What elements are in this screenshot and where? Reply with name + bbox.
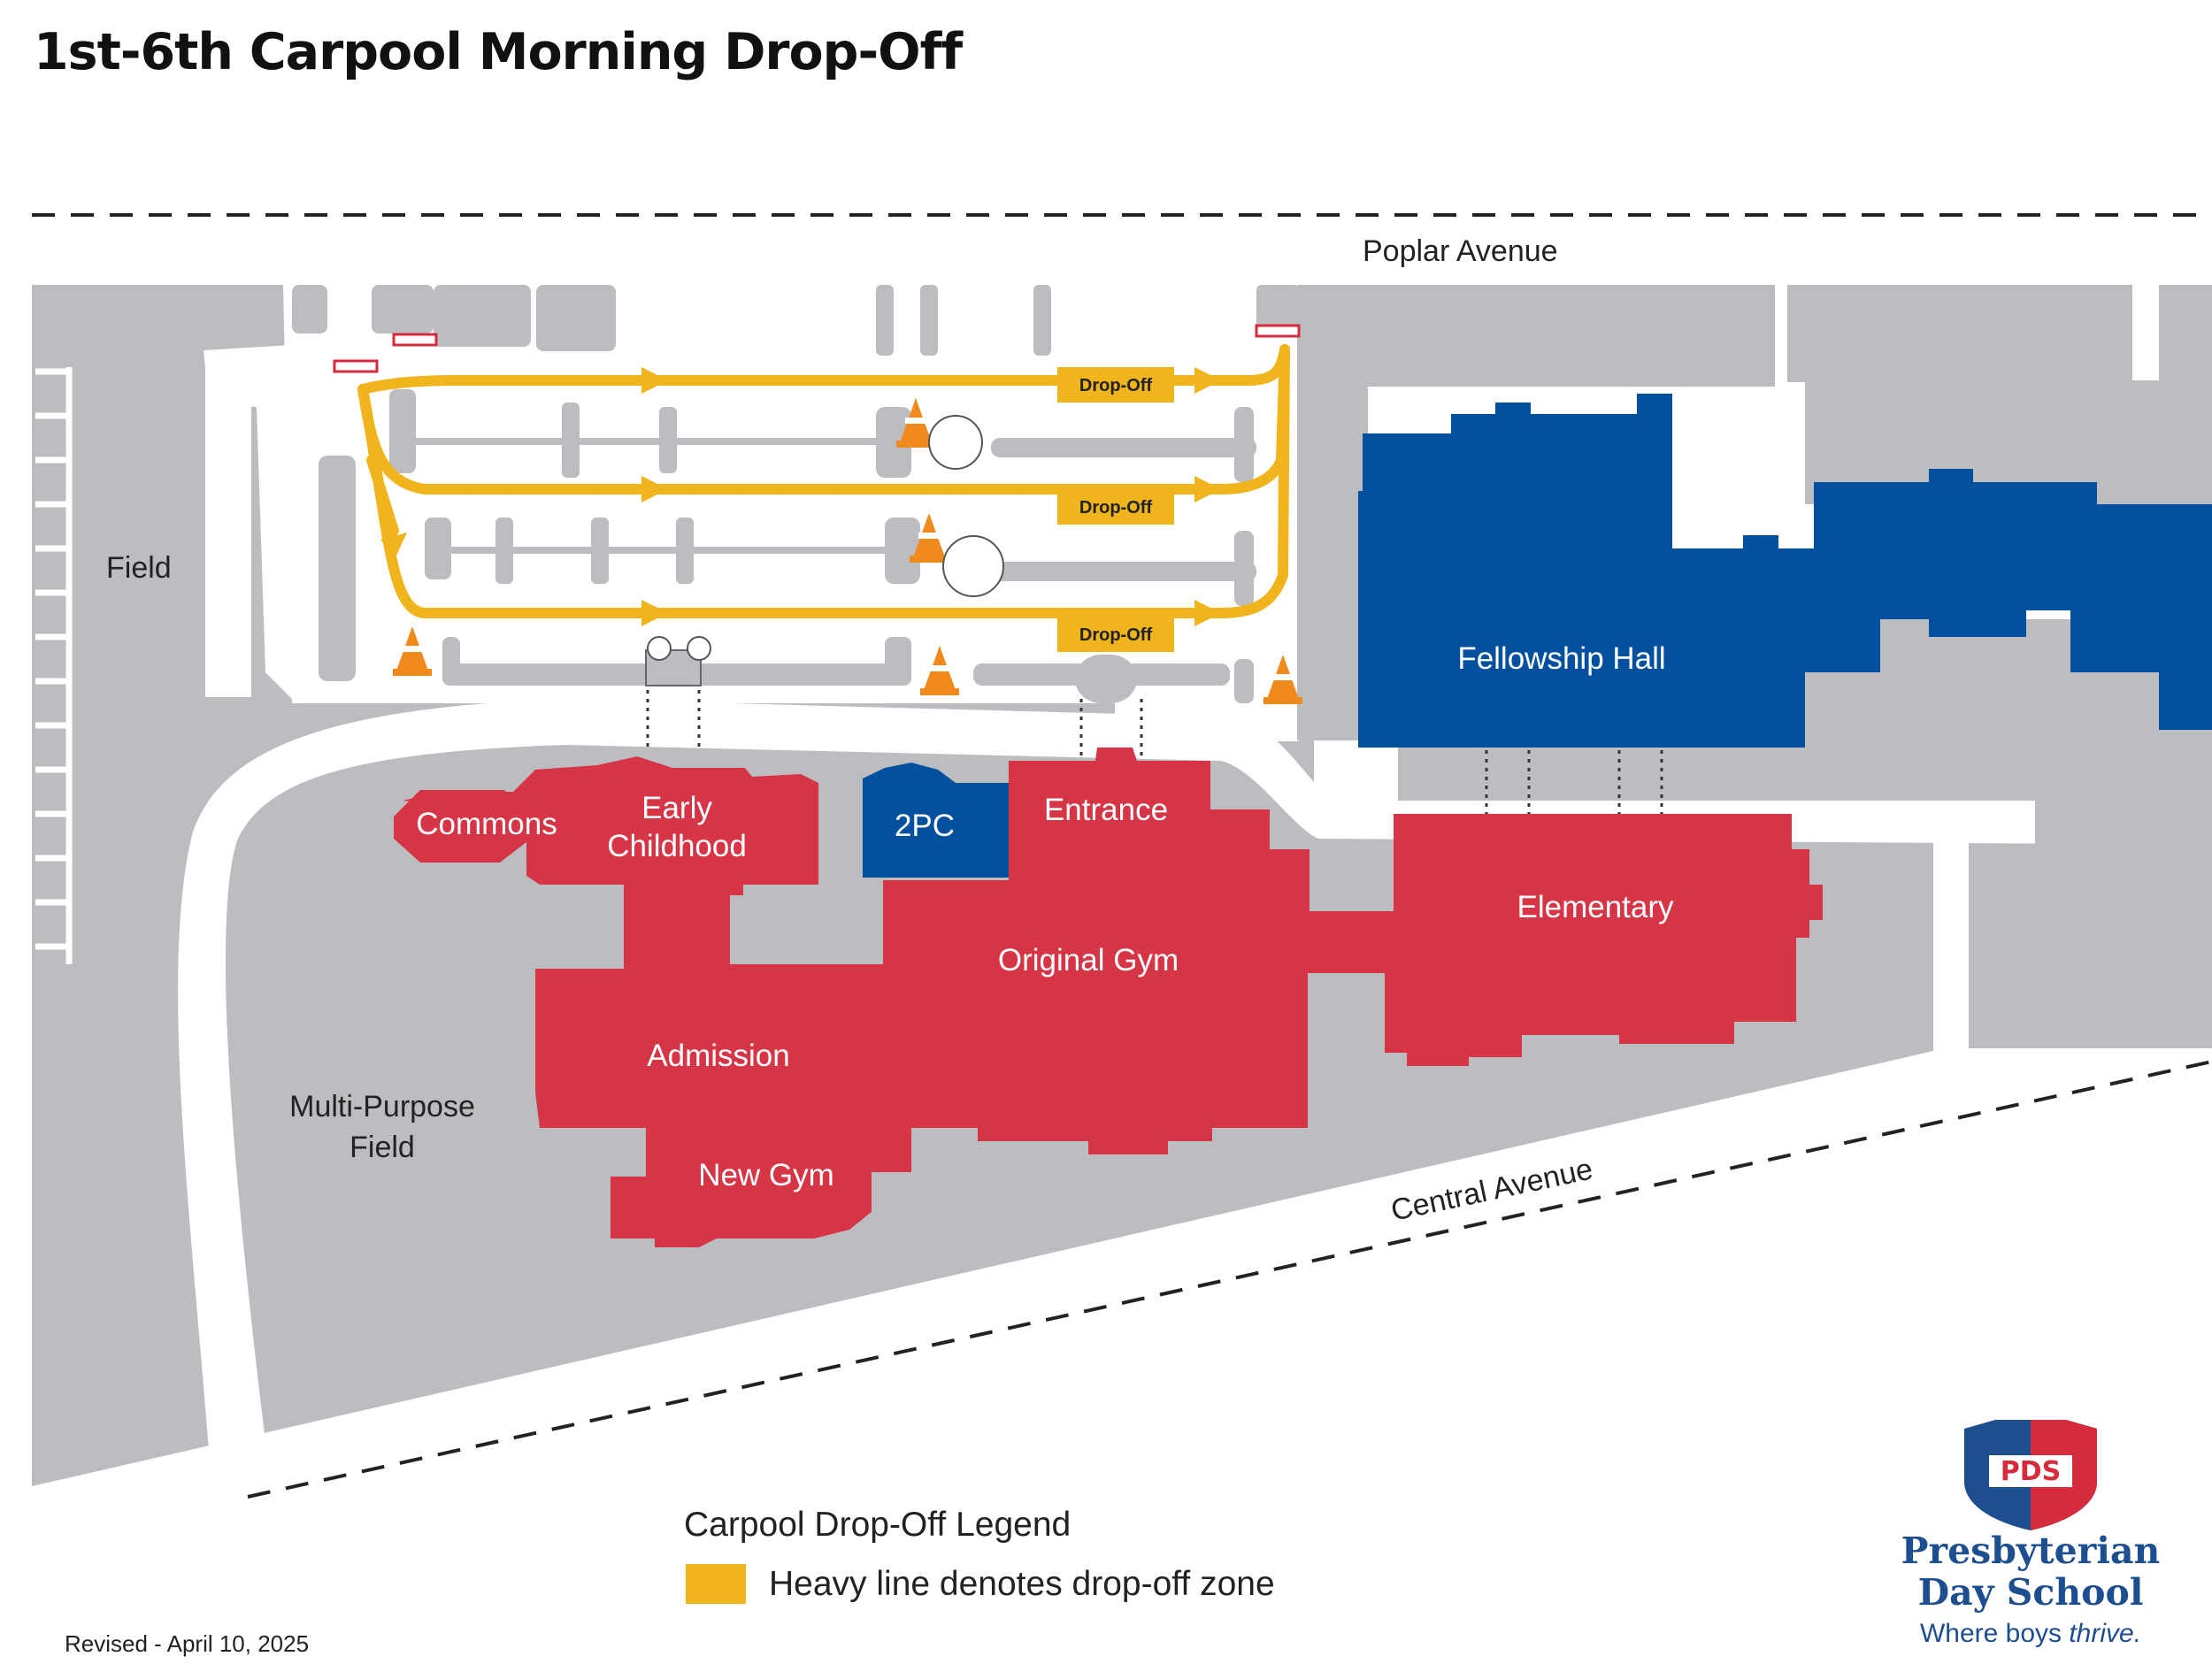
east-block-8 bbox=[1969, 845, 2212, 1048]
multi-purpose-field-label-2: Field bbox=[349, 1131, 415, 1164]
logo-badge: PDS bbox=[2001, 1456, 2062, 1487]
west-lot-island bbox=[319, 456, 356, 681]
2pc-building bbox=[863, 763, 1009, 878]
gate-icon bbox=[333, 324, 1301, 373]
revised-date: Revised - April 10, 2025 bbox=[65, 1630, 310, 1657]
parking-islands bbox=[292, 285, 1308, 741]
traffic-cone-icon bbox=[393, 398, 1302, 704]
main-red-building bbox=[403, 748, 1823, 1247]
page-title: 1st-6th Carpool Morning Drop-Off bbox=[34, 23, 963, 81]
field-lane bbox=[205, 352, 251, 697]
entrance-label: Entrance bbox=[1044, 793, 1168, 827]
field-label: Field bbox=[106, 551, 172, 585]
poplar-avenue-label: Poplar Avenue bbox=[1363, 234, 1558, 268]
route-arrows bbox=[380, 367, 1221, 626]
logo-tagline-plain: Where boys bbox=[1919, 1619, 2070, 1648]
carpool-route bbox=[357, 344, 1290, 618]
east-block-1 bbox=[1297, 285, 1775, 387]
logo-name-line-1: Presbyterian bbox=[1901, 1530, 2161, 1572]
svg-text:Drop-Off: Drop-Off bbox=[1079, 498, 1153, 518]
drop-off-zone-1: Drop-Off bbox=[1057, 367, 1174, 403]
admission-label: Admission bbox=[647, 1039, 789, 1073]
2pc-label: 2PC bbox=[895, 809, 955, 843]
legend-title: Carpool Drop-Off Legend bbox=[684, 1506, 1071, 1544]
vertical-road-east bbox=[1933, 801, 1969, 1057]
east-block-7 bbox=[1398, 743, 2212, 801]
commons-building bbox=[394, 790, 531, 863]
fellowship-hall-label: Fellowship Hall bbox=[1457, 641, 1665, 676]
walkway-lines bbox=[646, 681, 1663, 814]
drop-off-zone-3: Drop-Off bbox=[1057, 617, 1174, 652]
original-gym-label: Original Gym bbox=[998, 943, 1179, 978]
tree-icon bbox=[647, 415, 1004, 661]
east-block-2 bbox=[1787, 285, 2132, 382]
east-block-4 bbox=[1297, 387, 1368, 740]
legend-item: Heavy line denotes drop-off zone bbox=[686, 1564, 1275, 1604]
logo-name: Presbyterian Day School bbox=[1893, 1530, 2168, 1614]
drop-off-zone-2: Drop-Off bbox=[1057, 489, 1174, 525]
legend-swatch bbox=[686, 1564, 746, 1604]
shield-icon: PDS bbox=[1964, 1420, 2097, 1530]
multi-purpose-field-label-1: Multi-Purpose bbox=[289, 1090, 475, 1123]
svg-text:Drop-Off: Drop-Off bbox=[1079, 376, 1153, 395]
east-block-9 bbox=[2035, 801, 2212, 845]
svg-text:Drop-Off: Drop-Off bbox=[1079, 625, 1153, 645]
school-logo: PDS bbox=[1964, 1420, 2097, 1530]
new-gym-label: New Gym bbox=[698, 1158, 834, 1192]
early-childhood-label-2: Childhood bbox=[607, 829, 747, 863]
field-parking-stalls bbox=[35, 367, 73, 964]
commons-label: Commons bbox=[416, 807, 557, 841]
fellowship-hall-building bbox=[1358, 394, 2212, 748]
logo-tagline-italic: thrive. bbox=[2069, 1619, 2142, 1648]
legend-item-label: Heavy line denotes drop-off zone bbox=[769, 1564, 1275, 1603]
logo-tagline: Where boys thrive. bbox=[1893, 1619, 2168, 1649]
central-avenue-line bbox=[247, 1060, 2212, 1499]
logo-name-line-2: Day School bbox=[1917, 1571, 2144, 1614]
north-parking-lot bbox=[283, 285, 1299, 741]
early-childhood-label-1: Early bbox=[641, 791, 712, 825]
west-lot bbox=[204, 345, 345, 699]
elementary-label: Elementary bbox=[1517, 890, 1674, 924]
